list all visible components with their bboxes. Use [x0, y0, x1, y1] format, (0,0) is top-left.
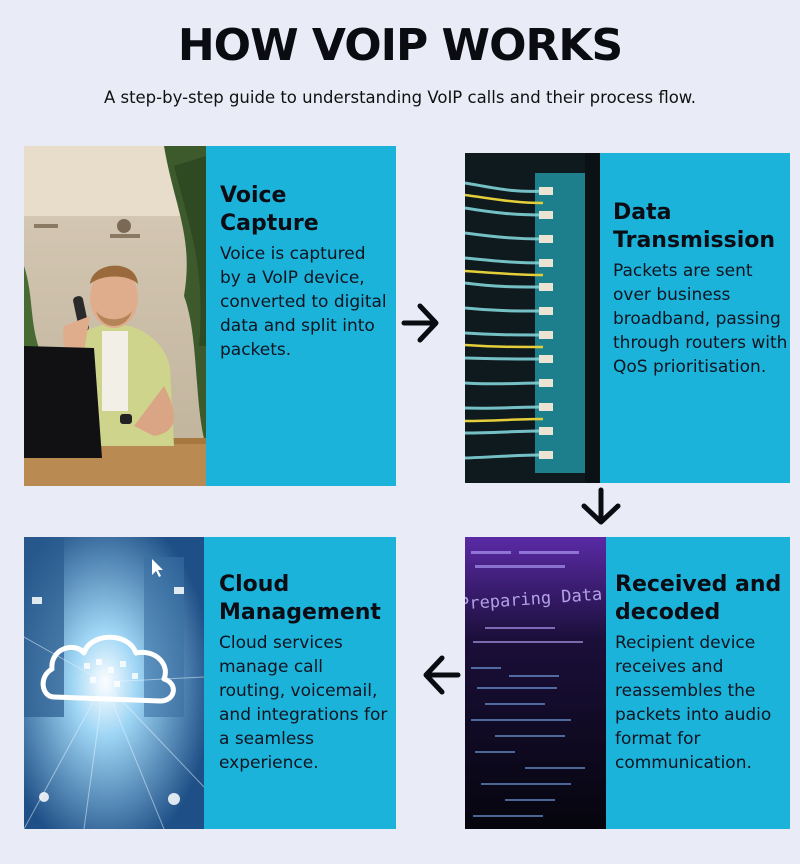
- step-title-voice-capture: Voice Capture: [220, 182, 390, 238]
- step-title-received-decoded: Received and decoded: [615, 571, 787, 627]
- step-card-received-decoded: Preparing Data Received and decoded Reci…: [465, 537, 790, 829]
- data-transmission-photo: [465, 153, 600, 483]
- step-title-line2: Capture: [220, 211, 319, 236]
- received-decoded-photo: Preparing Data: [465, 537, 606, 829]
- step-title-data-transmission: Data Transmission: [613, 199, 788, 255]
- voice-capture-photo: [24, 146, 206, 486]
- page-subtitle: A step-by-step guide to understanding Vo…: [103, 88, 697, 107]
- step-title-line2: decoded: [615, 600, 721, 625]
- page-title: HOW VOIP WORKS: [177, 20, 623, 71]
- step-body-data-transmission: Packets are sent over business broadband…: [613, 261, 788, 377]
- step-title-line1: Data: [613, 200, 672, 225]
- step-title-cloud-management: Cloud Management: [219, 571, 391, 627]
- step-body-cloud-management: Cloud services manage call routing, voic…: [219, 633, 388, 773]
- step-body-received-decoded: Recipient device receives and reassemble…: [615, 633, 772, 773]
- arrow-left-icon: [418, 650, 464, 704]
- step-body-voice-capture: Voice is captured by a VoIP device, conv…: [220, 244, 387, 360]
- step-card-cloud-management: Cloud Management Cloud services manage c…: [24, 537, 396, 829]
- step-title-line1: Cloud: [219, 572, 290, 597]
- cloud-management-photo: [24, 537, 204, 829]
- step-title-line2: Management: [219, 600, 381, 625]
- step-title-line1: Voice: [220, 183, 287, 208]
- arrow-down-icon: [576, 486, 626, 536]
- step-title-line1: Received and: [615, 572, 782, 597]
- step-card-voice-capture: Voice Capture Voice is captured by a VoI…: [24, 146, 396, 486]
- step-title-line2: Transmission: [613, 228, 776, 253]
- step-card-data-transmission: Data Transmission Packets are sent over …: [465, 153, 790, 483]
- arrow-right-icon: [398, 298, 444, 352]
